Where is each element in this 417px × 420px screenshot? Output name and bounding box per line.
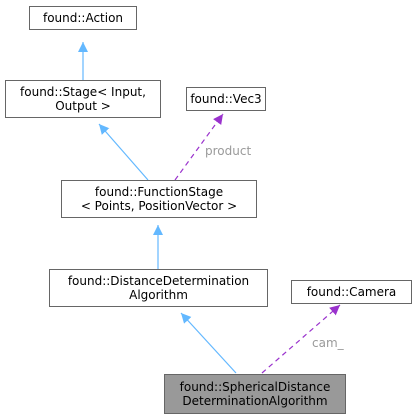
class-node-stage[interactable]: found::Stage< Input, Output > (5, 80, 161, 118)
class-node-action[interactable]: found::Action (29, 6, 137, 30)
class-node-action-label: found::Action (42, 11, 124, 25)
class-node-vec3-label: found::Vec3 (190, 92, 262, 106)
class-node-sphericalalgo-label-line1: found::SphericalDistance (179, 380, 331, 394)
class-node-distancealgo-label-line2: Algorithm (129, 288, 188, 302)
edge-label-product: product (205, 144, 251, 158)
class-node-camera[interactable]: found::Camera (291, 280, 412, 304)
class-node-sphericalalgo-label-line2: DeterminationAlgorithm (182, 394, 328, 408)
class-node-functionstage-label-line1: found::FunctionStage (94, 185, 224, 199)
edge-label-cam: cam_ (312, 336, 345, 350)
edge-functionstage-to-vec3 (174, 113, 224, 181)
class-node-distancealgo[interactable]: found::DistanceDetermination Algorithm (49, 269, 268, 307)
edge-sphericalalgo-to-distancealgo (180, 312, 237, 374)
class-node-camera-label: found::Camera (306, 285, 397, 299)
class-node-functionstage[interactable]: found::FunctionStage < Points, PositionV… (61, 180, 257, 218)
class-node-stage-label-line1: found::Stage< Input, (20, 85, 146, 99)
class-node-distancealgo-label-line1: found::DistanceDetermination (67, 274, 250, 288)
class-node-sphericalalgo[interactable]: found::SphericalDistance DeterminationAl… (164, 374, 346, 414)
class-node-vec3[interactable]: found::Vec3 (186, 87, 266, 111)
edge-functionstage-to-stage (98, 123, 149, 181)
class-node-stage-label-line2: Output > (55, 99, 111, 113)
class-node-functionstage-label-line2: < Points, PositionVector > (80, 199, 238, 213)
